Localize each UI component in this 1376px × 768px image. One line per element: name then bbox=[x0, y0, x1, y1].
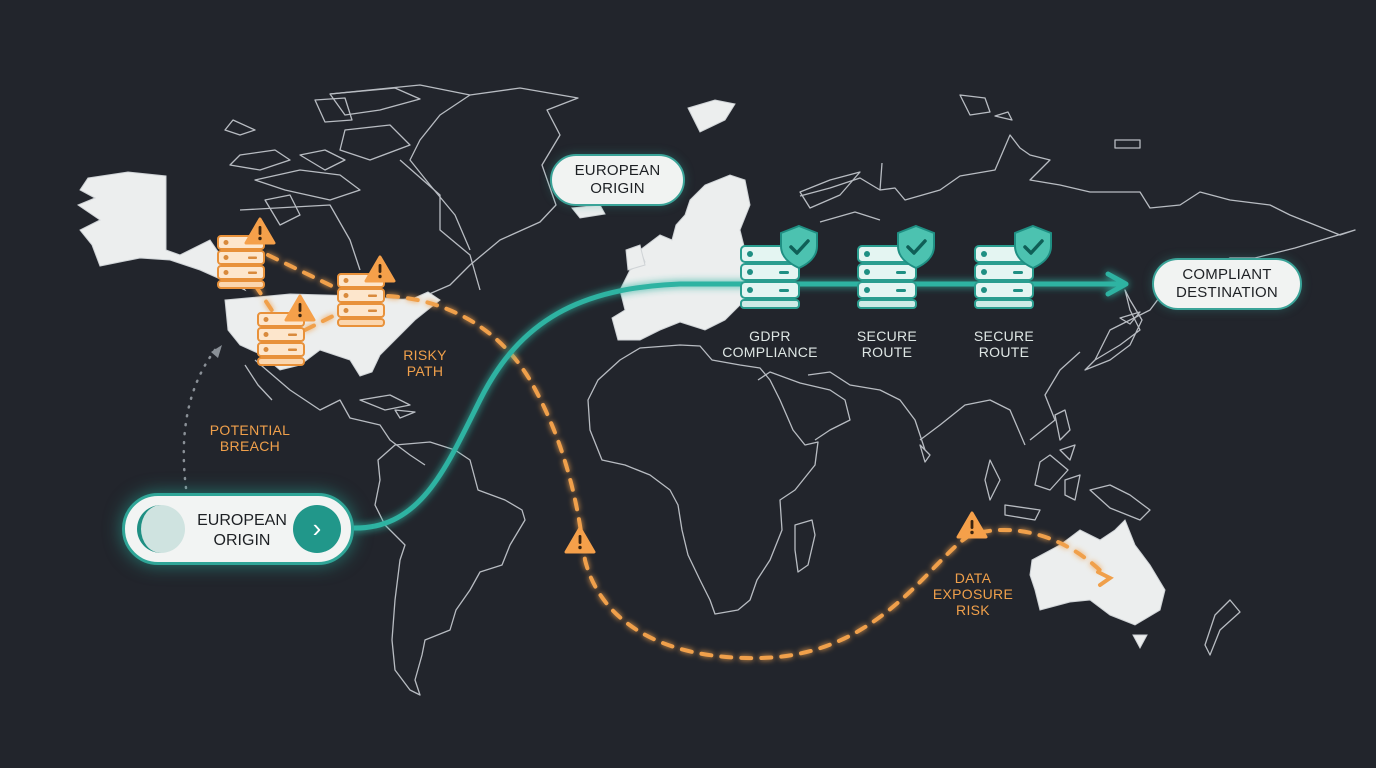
risky-server-1 bbox=[217, 217, 276, 289]
toggle-knob bbox=[137, 505, 185, 553]
breach-dotted-path bbox=[182, 348, 217, 490]
origin-button-label: EUROPEAN ORIGIN bbox=[197, 512, 287, 549]
secure-route bbox=[349, 271, 1129, 531]
warning-icon bbox=[956, 511, 988, 539]
secure-server-route-1 bbox=[857, 224, 936, 309]
europe-origin-tag: EUROPEAN ORIGIN bbox=[550, 154, 685, 206]
compliant-destination-tag: COMPLIANT DESTINATION bbox=[1152, 258, 1302, 310]
continent-outlines bbox=[224, 84, 1356, 696]
warning-icon bbox=[564, 526, 596, 554]
secure-server-route-2 bbox=[974, 224, 1053, 309]
secure-server-gdpr bbox=[740, 224, 819, 309]
european-origin-button[interactable]: EUROPEAN ORIGIN › bbox=[122, 493, 354, 565]
exposure-arrowhead-icon bbox=[1096, 570, 1114, 587]
chevron-right-icon[interactable]: › bbox=[293, 505, 341, 553]
breach-arrowhead-icon bbox=[211, 345, 222, 358]
destination-arrow-icon bbox=[1105, 271, 1129, 297]
